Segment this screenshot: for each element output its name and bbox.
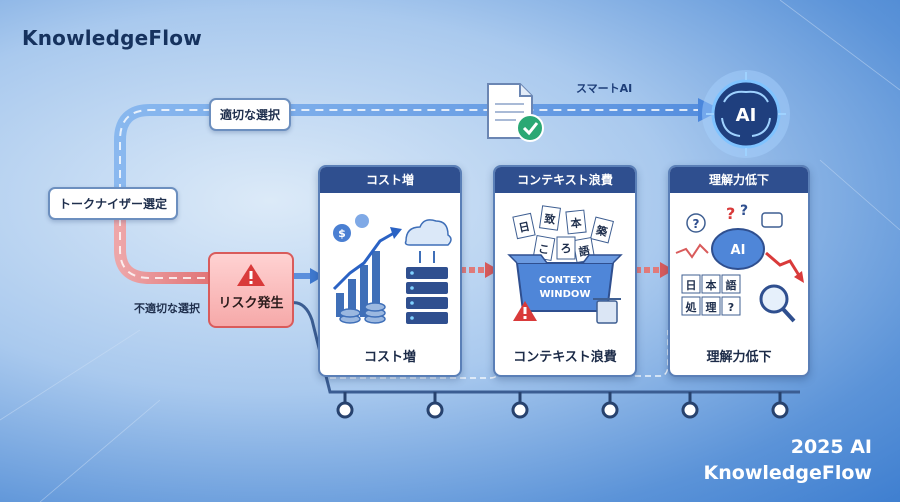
footer-year: 2025 AI <box>790 436 872 458</box>
context-waste-panel: コンテキスト浪費 日 致 本 築 こ 語 ろ CONTEXT <box>493 165 637 377</box>
panel-caption: 理解力低下 <box>706 350 772 365</box>
svg-text:CONTEXT: CONTEXT <box>539 275 592 286</box>
comprehension-drop-panel: 理解力低下 ? ? ? AI 日 本 語 処 理 ? <box>668 165 810 377</box>
risk-label: リスク発生 <box>218 296 284 311</box>
footer-name: KnowledgeFlow <box>703 462 872 484</box>
smart-ai-label: スマートAI <box>576 82 633 95</box>
risk-node: リスク発生 <box>208 252 294 328</box>
svg-text:日: 日 <box>686 279 697 292</box>
panel-caption: コンテキスト浪費 <box>513 350 617 365</box>
svg-text:ろ: ろ <box>561 242 572 255</box>
cart-wheels <box>336 401 789 419</box>
panel-title: 理解力低下 <box>670 167 808 193</box>
svg-text:語: 語 <box>578 243 591 259</box>
svg-text:本: 本 <box>706 278 717 292</box>
context-window-icon: 日 致 本 築 こ 語 ろ CONTEXT WINDOW <box>507 205 623 324</box>
svg-text:?: ? <box>728 301 734 314</box>
warning-icon <box>237 264 265 286</box>
svg-text:WINDOW: WINDOW <box>540 289 591 300</box>
svg-text:致: 致 <box>543 211 557 227</box>
good-choice-label: 適切な選択 <box>209 98 292 131</box>
svg-text:AI: AI <box>731 243 746 258</box>
svg-text:理: 理 <box>706 301 717 314</box>
good-arrowhead <box>698 98 722 122</box>
bad-choice-label: 不適切な選択 <box>134 302 200 315</box>
brand-logo: KnowledgeFlow <box>22 26 202 50</box>
svg-text:$: $ <box>338 227 346 240</box>
panel-caption: コスト増 <box>363 350 416 365</box>
cost-increase-panel: コスト増 $ コスト増 <box>318 165 462 377</box>
svg-text:?: ? <box>726 204 735 223</box>
panel-title: コスト増 <box>320 167 460 193</box>
svg-text:本: 本 <box>570 215 582 230</box>
panel-title: コンテキスト浪費 <box>495 167 635 193</box>
svg-text:築: 築 <box>594 223 610 240</box>
footer-brand: 2025 AI KnowledgeFlow <box>704 434 872 486</box>
svg-text:日: 日 <box>518 220 531 235</box>
document-check-icon <box>487 83 544 142</box>
bad-path-tube <box>114 218 208 284</box>
svg-text:語: 語 <box>726 278 737 292</box>
ai-badge-text: AI <box>736 105 757 126</box>
rising-cost-chart-icon: $ <box>332 214 452 324</box>
tokenizer-selection-node: トークナイザー選定 <box>48 187 179 220</box>
confused-brain-icon: ? ? ? AI 日 本 語 処 理 ? <box>675 203 804 323</box>
ai-brain-icon: AI <box>702 70 790 158</box>
svg-text:こ: こ <box>537 242 550 257</box>
svg-text:?: ? <box>740 203 748 219</box>
svg-text:?: ? <box>693 217 700 231</box>
svg-text:処: 処 <box>685 300 698 314</box>
